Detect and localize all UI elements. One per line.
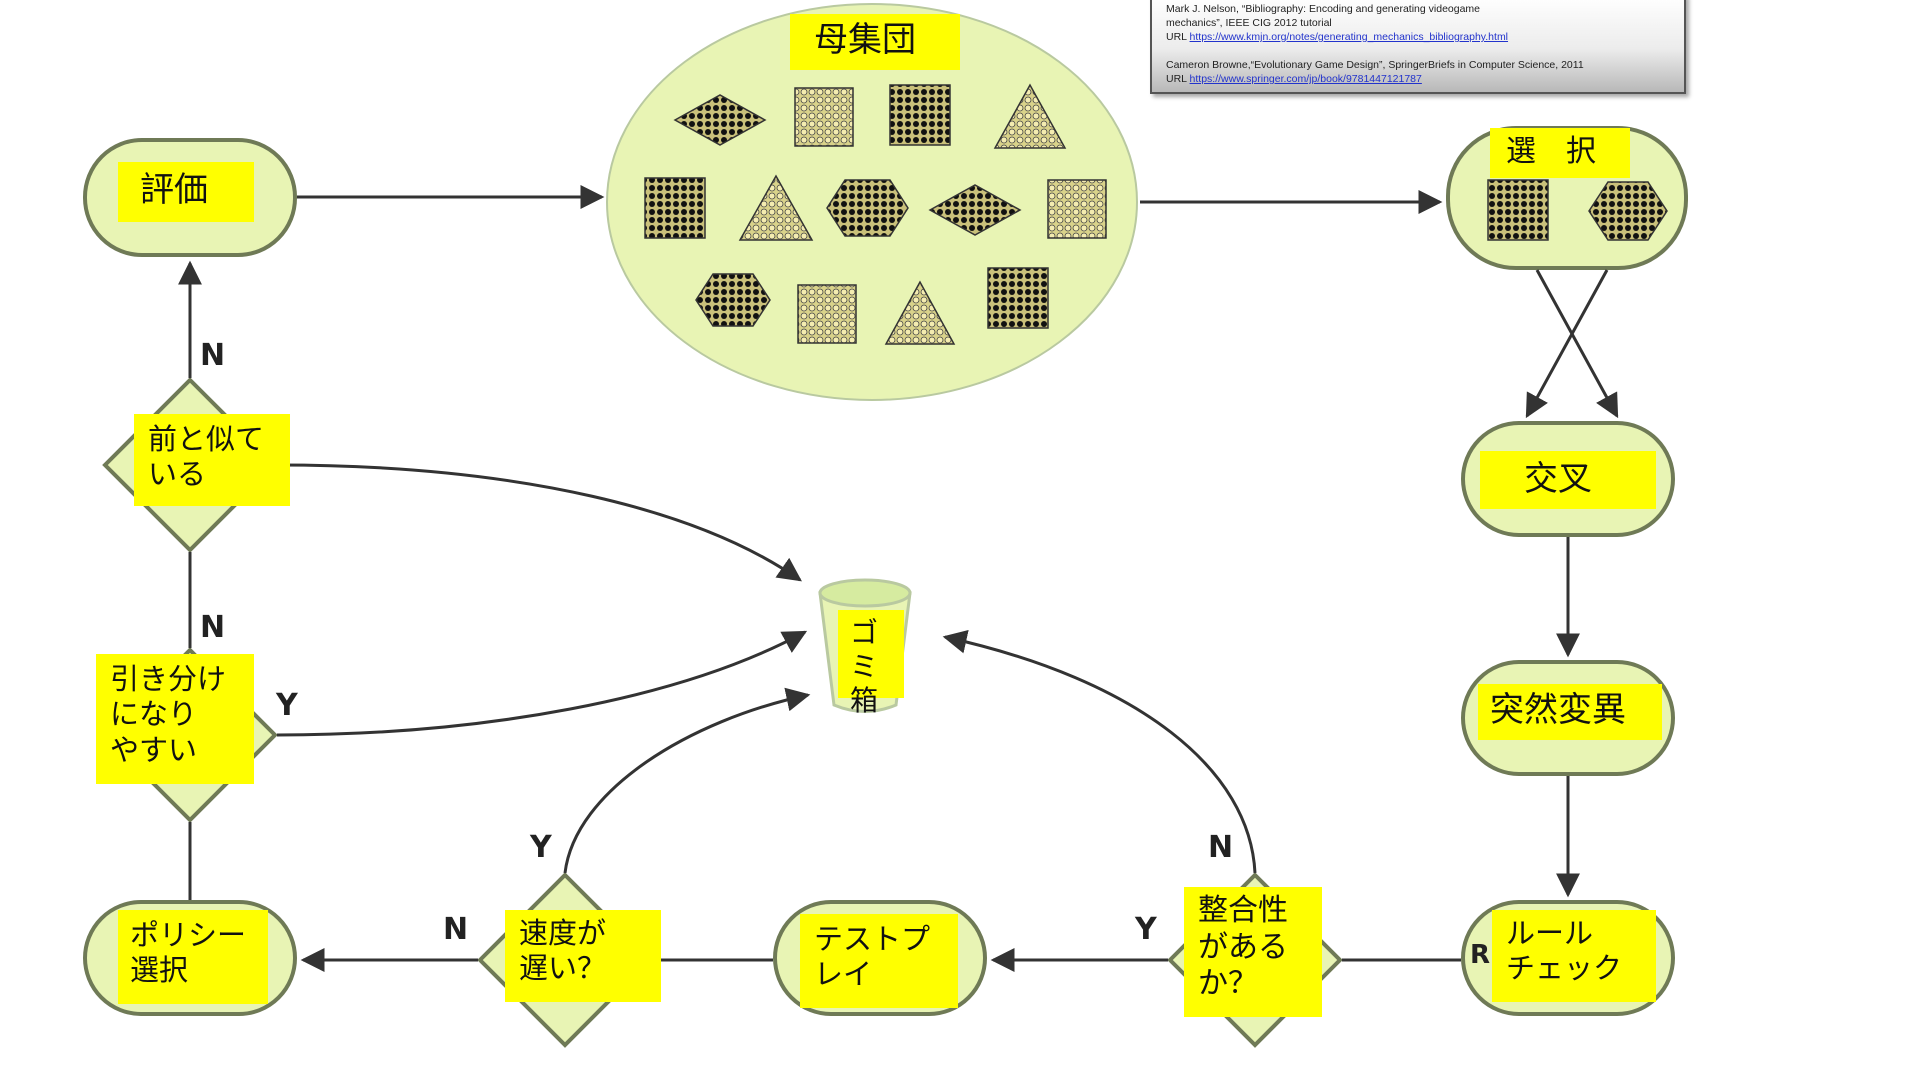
edge-drawish-trash [276, 630, 808, 737]
reference-1-link[interactable]: https://www.kmjn.org/notes/generating_me… [1189, 31, 1509, 43]
similar-label: 前と似て いる [134, 414, 290, 506]
reference-1-line2: mechanics”, IEEE CIG 2012 tutorial [1166, 17, 1332, 29]
trash-label: ゴミ 箱 [838, 610, 904, 717]
triangle-board-icon [738, 174, 814, 241]
triangle-board-icon [993, 83, 1067, 149]
diamond-board-icon [928, 184, 1022, 236]
triangle-board-icon [884, 280, 956, 345]
edge-label-n: N [200, 610, 226, 645]
square-board-icon [1487, 179, 1549, 241]
hexagon-board-icon [695, 273, 771, 327]
consistency-label: 整合性 がある か？ [1184, 887, 1322, 1017]
url-prefix: URL [1166, 31, 1190, 43]
edge-similar-trash [276, 463, 802, 582]
url-prefix: URL [1166, 73, 1190, 85]
reference-1-url-row: URL https://www.kmjn.org/notes/generatin… [1166, 30, 1670, 44]
hexagon-board-icon [826, 179, 909, 237]
reference-1-line1: Mark J. Nelson, “Bibliography: Encoding … [1166, 3, 1481, 15]
square-board-icon [889, 84, 951, 146]
board-icons [644, 83, 1107, 345]
edge-selection-crossover-a [1535, 269, 1619, 419]
reference-box: Mark J. Nelson, “Bibliography: Encoding … [1150, 0, 1686, 94]
edge-label-y: Y [276, 688, 298, 723]
reference-2-link[interactable]: https://www.springer.com/jp/book/9781447… [1189, 73, 1422, 85]
edge-selection-crossover-b [1525, 269, 1609, 419]
speed-label: 速度が 遅い？ [505, 910, 661, 1002]
edge-label-y: Y [530, 830, 552, 865]
population-label: 母集団 [790, 14, 960, 70]
edge-label-n: N [200, 338, 226, 373]
edge-label-y: Y [1135, 912, 1157, 947]
policy-label: ポリシー 選択 [118, 910, 268, 1004]
crossover-label: 交叉 [1480, 451, 1656, 509]
reference-2-url-row: URL https://www.springer.com/jp/book/978… [1166, 72, 1670, 86]
square-board-icon [1047, 179, 1107, 239]
edge-consistency-trash [942, 629, 1257, 874]
square-board-icon [794, 87, 854, 147]
evaluation-label: 評価 [118, 162, 254, 222]
hexagon-board-icon [1588, 181, 1668, 241]
rule-check-letter: R [1470, 940, 1491, 970]
square-board-icon [987, 267, 1049, 329]
square-board-icon [644, 177, 706, 239]
rule-check-label: ルール チェック [1492, 910, 1656, 1002]
edge-speed-trash [563, 687, 811, 874]
diamond-board-icon [673, 94, 767, 146]
edge-label-n: N [443, 912, 469, 947]
playtest-label: テストプ レイ [800, 914, 958, 1008]
drawish-label: 引き分け になり やすい [96, 654, 254, 784]
selection-label: 選 択 [1490, 128, 1630, 178]
edge-label-n: N [1208, 830, 1234, 865]
reference-2-line1: Cameron Browne,“Evolutionary Game Design… [1166, 59, 1584, 71]
square-board-icon [797, 284, 857, 344]
mutation-label: 突然変異 [1478, 684, 1662, 740]
